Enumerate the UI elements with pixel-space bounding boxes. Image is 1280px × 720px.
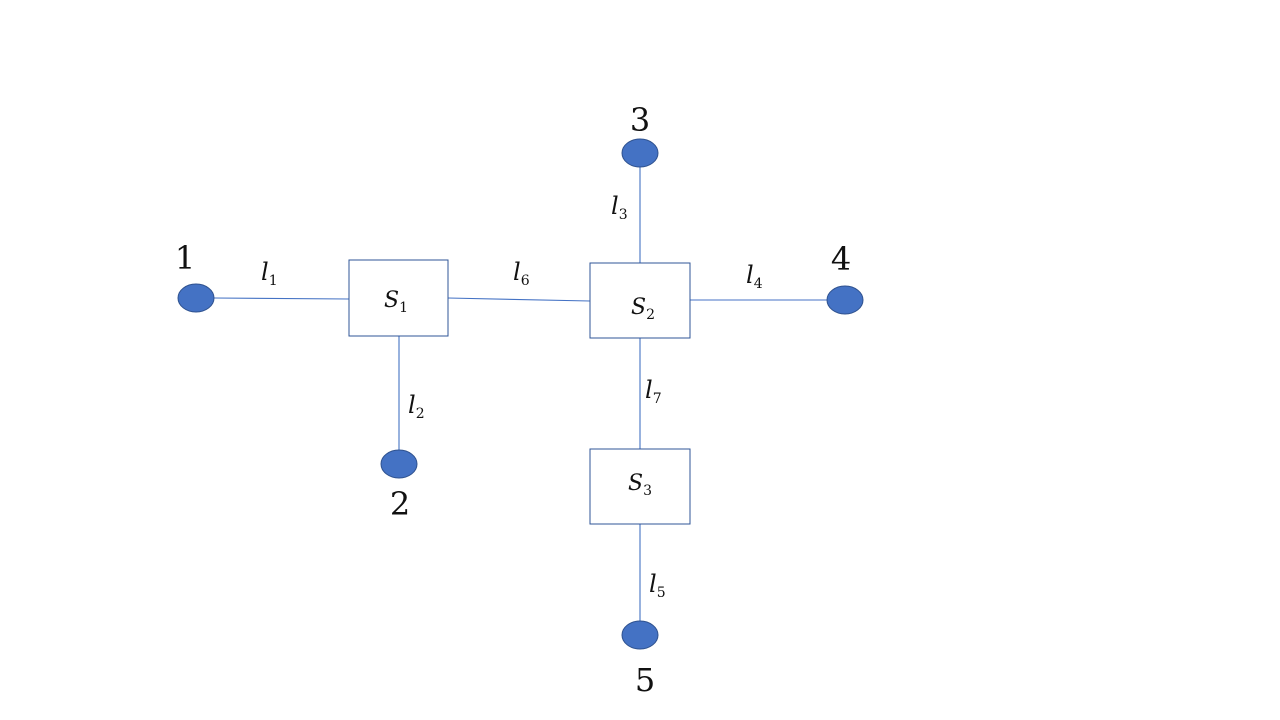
switch-s1-subscript: 1: [399, 300, 408, 316]
link-l7-symbol: l: [645, 376, 653, 404]
switch-s3-subscript: 3: [643, 483, 652, 499]
node-4-label: 4: [831, 240, 851, 278]
node-3-label: 3: [630, 101, 650, 139]
link-l7-subscript: 7: [653, 391, 662, 407]
link-l6-subscript: 6: [521, 273, 530, 289]
link-l3-subscript: 3: [619, 207, 628, 223]
node-5-marker: [621, 620, 659, 650]
link-l1-label: l1: [261, 258, 278, 289]
switch-s3-box: [589, 448, 691, 525]
link-l1-symbol: l: [261, 258, 269, 286]
link-l7-label: l7: [645, 376, 662, 407]
link-l6-symbol: l: [513, 258, 521, 286]
switch-s2-label: S2: [631, 295, 655, 323]
node-1-marker: [177, 283, 215, 313]
link-l4-symbol: l: [746, 261, 754, 289]
link-l2-label: l2: [408, 391, 425, 422]
switch-s1-symbol: S: [384, 288, 399, 313]
link-l1: [213, 297, 350, 300]
node-1-label: 1: [175, 239, 195, 277]
link-l3-symbol: l: [611, 192, 619, 220]
link-l4-subscript: 4: [754, 276, 763, 292]
link-l3-label: l3: [611, 192, 628, 223]
switch-s2-box: [589, 262, 691, 339]
node-2-label: 2: [390, 485, 410, 523]
link-l6-label: l6: [513, 258, 530, 289]
link-l2-subscript: 2: [416, 406, 425, 422]
link-l4-label: l4: [746, 261, 763, 292]
link-l2-symbol: l: [408, 391, 416, 419]
switch-s1-box: [348, 259, 449, 337]
link-l6: [447, 297, 591, 302]
link-l1-subscript: 1: [269, 273, 278, 289]
node-3-marker: [621, 138, 659, 168]
node-5-label: 5: [635, 661, 655, 699]
switch-s1-label: S1: [384, 288, 408, 316]
link-l5-symbol: l: [649, 570, 657, 598]
node-4-marker: [826, 285, 864, 315]
switch-s3-symbol: S: [628, 471, 643, 496]
node-2-marker: [380, 449, 418, 479]
link-l5-label: l5: [649, 570, 666, 601]
switch-s2-symbol: S: [631, 295, 646, 320]
switch-s3-label: S3: [628, 471, 652, 499]
switch-s2-subscript: 2: [646, 307, 655, 323]
link-l5-subscript: 5: [657, 585, 666, 601]
